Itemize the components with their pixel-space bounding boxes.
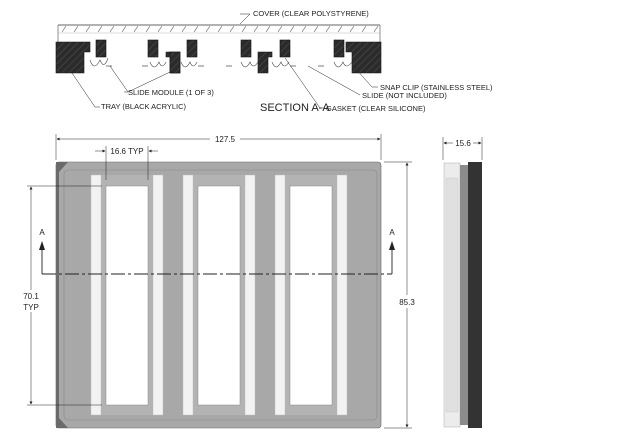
section-marker-right: A	[389, 228, 395, 237]
leader-lines	[71, 13, 378, 109]
gasket-callout: GASKET (CLEAR SILICONE)	[326, 104, 426, 113]
depth-dimension	[442, 137, 483, 160]
window-height-dimension	[27, 185, 102, 406]
width-dim-label: 127.5	[215, 135, 236, 144]
depth-dim-label: 15.6	[455, 139, 471, 148]
slide-window	[105, 185, 149, 406]
window-height-typ-label: TYP	[23, 303, 39, 312]
cover-callout: COVER (CLEAR POLYSTYRENE)	[253, 9, 369, 18]
tray-corner-chamfer	[56, 162, 68, 428]
tray-callout: TRAY (BLACK ACRYLIC)	[101, 102, 187, 111]
slide-callout: SLIDE (NOT INCLUDED)	[362, 91, 447, 100]
tray-inner-rim	[63, 169, 378, 421]
section-view: COVER (CLEAR POLYSTYRENE) SLIDE MODULE (…	[55, 9, 493, 114]
slide-module-2	[182, 174, 256, 416]
width-dimension	[55, 134, 382, 160]
module-width-dimension	[95, 146, 158, 180]
section-title: SECTION A-A	[260, 102, 330, 114]
height-dim-label: 85.3	[399, 298, 415, 307]
top-view: 127.5 16.6 TYP	[23, 134, 415, 429]
section-line	[39, 241, 395, 275]
slide-module-3	[274, 174, 348, 416]
window-height-dim-label: 70.1	[23, 292, 39, 301]
side-view: 15.6	[442, 137, 483, 428]
snap-clip-callout: SNAP CLIP (STAINLESS STEEL)	[380, 83, 493, 92]
section-arrow-right-icon	[389, 241, 395, 250]
section-marker-left: A	[39, 228, 45, 237]
slide-window	[197, 185, 241, 406]
tray-section	[55, 39, 382, 74]
slide-module-1	[90, 174, 164, 416]
slide-module-callout: SLIDE MODULE (1 OF 3)	[128, 88, 214, 97]
module-width-dim-label: 16.6 TYP	[110, 147, 143, 156]
height-dimension	[384, 161, 412, 429]
tray-side	[468, 162, 482, 428]
section-arrow-left-icon	[39, 241, 45, 250]
slide-window	[289, 185, 333, 406]
cover-section	[57, 24, 381, 55]
gasket-section	[89, 57, 353, 68]
module-side	[460, 165, 468, 425]
